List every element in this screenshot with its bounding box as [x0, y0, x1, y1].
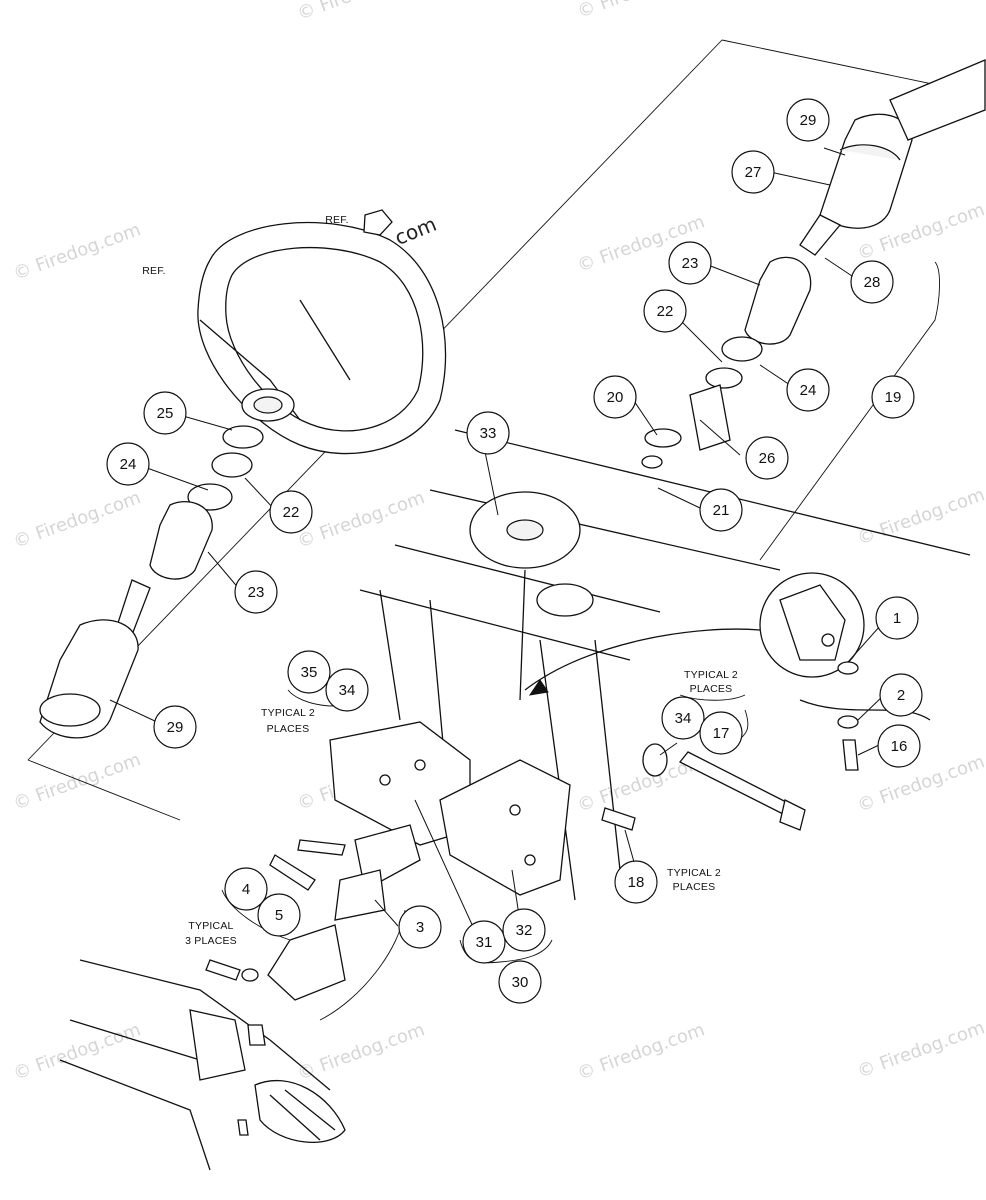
callout-35[interactable]: 35 — [287, 650, 331, 694]
callout-22[interactable]: 22 — [643, 289, 687, 333]
callout-34[interactable]: 34 — [661, 696, 705, 740]
callout-label: 25 — [157, 405, 174, 422]
typical-note-line2: PLACES — [267, 723, 310, 735]
callouts: 29 27 28 23 22 24 — [106, 98, 923, 1004]
upper-left-column — [39, 425, 264, 739]
callout-label: 31 — [476, 934, 493, 951]
watermark: © Firedog.com — [11, 219, 144, 285]
callout-label: 34 — [675, 710, 692, 727]
ref-note: REF. — [325, 214, 349, 226]
watermark: © Firedog.com — [575, 1019, 708, 1085]
callout-label: 28 — [864, 274, 881, 291]
watermark: © Firedog.com — [11, 1019, 144, 1085]
callout-17[interactable]: 17 — [699, 711, 743, 755]
callout-label: 33 — [480, 425, 497, 442]
steering-wheel-nut — [363, 209, 393, 236]
callout-16[interactable]: 16 — [877, 724, 921, 768]
typical-note-line1: TYPICAL 2 — [261, 707, 315, 719]
callout-18[interactable]: 18 — [614, 860, 658, 904]
watermark: © Firedog.com — [11, 749, 144, 815]
callout-label: 35 — [301, 664, 318, 681]
callout-5[interactable]: 5 — [257, 893, 301, 937]
typical-note-line1: TYPICAL — [188, 920, 233, 932]
callout-27[interactable]: 27 — [731, 150, 775, 194]
callout-21[interactable]: 21 — [699, 488, 743, 532]
callout-26[interactable]: 26 — [745, 436, 789, 480]
callout-28[interactable]: 28 — [850, 260, 894, 304]
callout-label: 3 — [416, 919, 424, 936]
watermark: © Firedog.com — [11, 487, 144, 553]
typical-note-line2: 3 PLACES — [185, 935, 237, 947]
watermark: © Firedog.com — [295, 0, 428, 25]
callout-label: 29 — [800, 112, 817, 129]
callout-label: 34 — [339, 682, 356, 699]
watermark: © Firedog.com — [855, 484, 986, 550]
diagram-notes: REF. REF. TYPICAL 2 PLACES TYPICAL 2 PLA… — [142, 214, 738, 947]
callout-29[interactable]: 29 — [786, 98, 830, 142]
leader-lines — [109, 147, 885, 943]
callout-label: 1 — [893, 610, 901, 627]
watermark: © Firedog.com — [295, 487, 428, 553]
callout-label: 19 — [885, 389, 902, 406]
callout-34[interactable]: 34 — [325, 668, 369, 712]
callout-label: 24 — [120, 456, 137, 473]
callout-label: 26 — [759, 450, 776, 467]
callout-23[interactable]: 23 — [234, 570, 278, 614]
callout-24[interactable]: 24 — [786, 368, 830, 412]
callout-33[interactable]: 33 — [466, 411, 510, 455]
watermark: © Firedog.com — [855, 751, 986, 817]
steering-gear — [59, 959, 346, 1171]
callout-32[interactable]: 32 — [502, 908, 546, 952]
long-bolt — [601, 743, 806, 831]
callout-label: 18 — [628, 874, 645, 891]
typical-note-line1: TYPICAL 2 — [684, 669, 738, 681]
callout-label: 30 — [512, 974, 529, 991]
callout-label: 23 — [248, 584, 265, 601]
callout-20[interactable]: 20 — [593, 375, 637, 419]
callout-label: 23 — [682, 255, 699, 272]
callout-22[interactable]: 22 — [269, 490, 313, 534]
detail-view — [759, 572, 931, 771]
callout-label: 4 — [242, 881, 250, 898]
typical-note-line2: PLACES — [690, 683, 733, 695]
callout-label: 5 — [275, 907, 283, 924]
callout-label: 22 — [283, 504, 300, 521]
callout-3[interactable]: 3 — [398, 905, 442, 949]
callout-label: 2 — [897, 687, 905, 704]
callout-19[interactable]: 19 — [871, 375, 915, 419]
steering-wheel — [197, 209, 447, 455]
watermark: © Firedog.com — [295, 1019, 428, 1085]
watermark: © Firedog.com — [855, 1017, 986, 1083]
callout-label: 20 — [607, 389, 624, 406]
callout-label: 32 — [516, 922, 533, 939]
callout-label: 21 — [713, 502, 730, 519]
callout-30[interactable]: 30 — [498, 960, 542, 1004]
callout-23[interactable]: 23 — [668, 241, 712, 285]
typical-note-line1: TYPICAL 2 — [667, 867, 721, 879]
callout-label: 22 — [657, 303, 674, 320]
mounting-bracket — [329, 589, 761, 901]
intermediate-shaft — [205, 824, 421, 1001]
ref-note: REF. — [142, 265, 166, 277]
callout-label: 27 — [745, 164, 762, 181]
dash-panel — [359, 429, 971, 701]
callout-label: 16 — [891, 738, 908, 755]
callout-label: 29 — [167, 719, 184, 736]
typical-note-line2: PLACES — [673, 881, 716, 893]
callout-24[interactable]: 24 — [106, 442, 150, 486]
callout-25[interactable]: 25 — [143, 391, 187, 435]
callout-label: 17 — [713, 725, 730, 742]
watermark: © Firedog.com — [575, 0, 708, 23]
callout-label: 24 — [800, 382, 817, 399]
callout-29[interactable]: 29 — [153, 705, 197, 749]
upper-right-column — [641, 59, 986, 469]
callout-31[interactable]: 31 — [462, 920, 506, 964]
callout-1[interactable]: 1 — [875, 596, 919, 640]
callout-2[interactable]: 2 — [879, 673, 923, 717]
callout-4[interactable]: 4 — [224, 867, 268, 911]
